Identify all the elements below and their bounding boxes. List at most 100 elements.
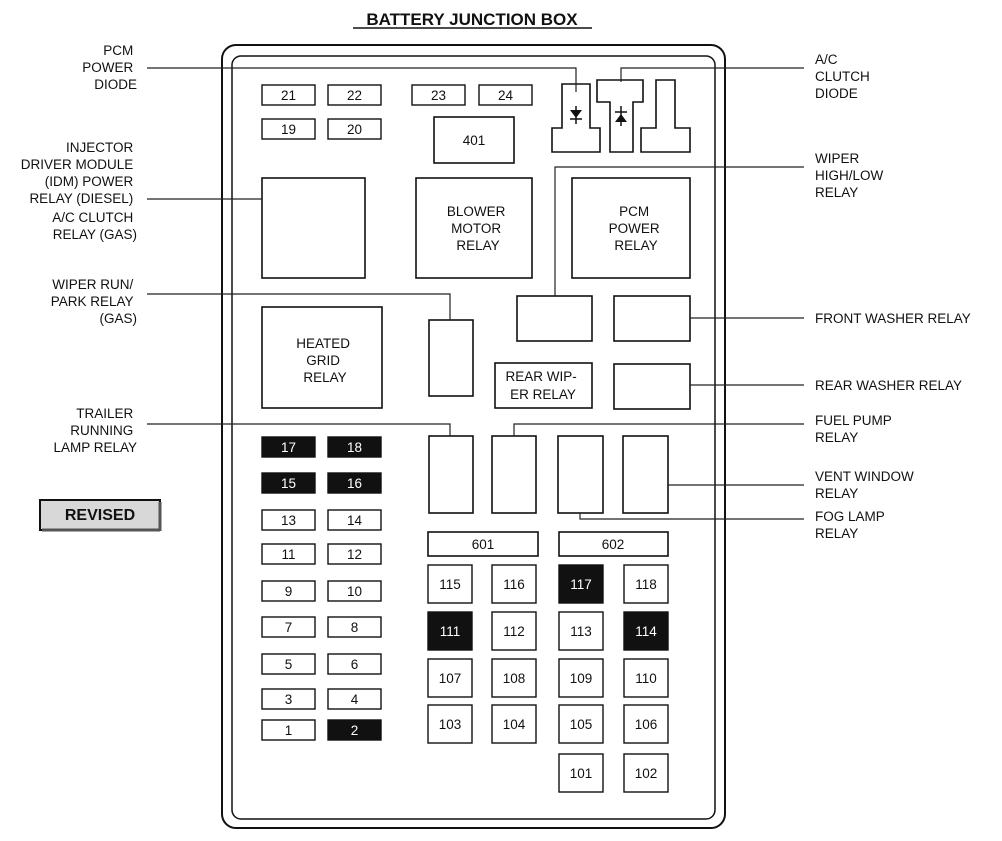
rear-washer-relay	[613, 363, 691, 410]
fuse-104-box	[491, 704, 537, 744]
fuse-3-box	[261, 688, 316, 710]
fuse-14-label: 14	[347, 513, 363, 528]
fuse-23-label: 23	[431, 88, 446, 103]
fuse-104-label: 104	[503, 717, 526, 732]
fuse-10-box	[327, 580, 382, 602]
fuse-101-label: 101	[570, 766, 593, 781]
fuse-15-box	[261, 472, 316, 494]
fuse-14-box	[327, 509, 382, 531]
fuse-13-box	[261, 509, 316, 531]
callout-leader-lines	[147, 67, 804, 520]
fuse-401-box	[433, 116, 515, 164]
fuse-22-box	[327, 84, 382, 106]
fuse-6-box	[327, 653, 382, 675]
cartridge-fuse-602-label: 602	[602, 537, 625, 552]
fuse-4-box	[327, 688, 382, 710]
fuse-2-box	[327, 719, 382, 741]
fuse-112-box	[491, 611, 537, 651]
fuse-18-box	[327, 436, 382, 458]
pcm-power-diode	[551, 83, 601, 153]
fuse-1-label: 1	[285, 723, 293, 738]
fuse-13-label: 13	[281, 513, 296, 528]
pcm-power-relay	[571, 177, 691, 279]
cartridge-fuse-601-label: 601	[472, 537, 495, 552]
fuse-23-box	[411, 84, 466, 106]
fuse-102-label: 102	[635, 766, 658, 781]
fuse-4-label: 4	[351, 692, 359, 707]
fuse-5-box	[261, 653, 316, 675]
fuse-113-box	[558, 611, 604, 651]
revised-badge-box	[39, 499, 161, 531]
fuse-5-label: 5	[285, 657, 293, 672]
junction-box-inner-frame	[231, 55, 716, 820]
wiper-high-low-relay	[516, 295, 593, 342]
fuse-115-label: 115	[439, 577, 461, 592]
fog-lamp-relay	[557, 435, 604, 514]
fuse-21-label: 21	[281, 88, 296, 103]
fuse-106-box	[623, 704, 669, 744]
rear-wiper-relay	[494, 362, 593, 409]
front-washer-relay	[613, 295, 691, 342]
fuse-109-box	[558, 658, 604, 698]
fuse-2-label: 2	[351, 723, 359, 738]
idm-ac-clutch-relay	[261, 177, 366, 279]
callout-trailer-running-lamp-relay: TRAILER RUNNING LAMP RELAY	[53, 406, 137, 455]
fuse-105-label: 105	[570, 717, 593, 732]
fuse-117-box	[558, 564, 604, 604]
fuse-401-label: 401	[463, 133, 486, 148]
fuse-117-label: 117	[570, 577, 592, 592]
fuse-110-label: 110	[635, 671, 657, 686]
spare-diode-socket	[640, 79, 691, 153]
heated-grid-relay	[261, 306, 383, 409]
fuse-19-label: 19	[281, 122, 296, 137]
fuse-116-label: 116	[503, 577, 525, 592]
fuse-24-label: 24	[498, 88, 514, 103]
fuse-108-box	[491, 658, 537, 698]
cartridge-fuse-602-box	[558, 531, 669, 557]
pcm-power-relay-label: PCM POWER RELAY	[609, 204, 664, 253]
callout-front-washer-relay: FRONT WASHER RELAY	[815, 311, 971, 326]
fuse-1-box	[261, 719, 316, 741]
wiper-run-park-relay	[428, 319, 474, 397]
fuse-20-label: 20	[347, 122, 362, 137]
fuel-pump-relay	[491, 435, 537, 514]
callout-fog-lamp-relay: FOG LAMP RELAY	[815, 509, 888, 541]
fuse-106-label: 106	[635, 717, 658, 732]
fuse-7-box	[261, 616, 316, 638]
callout-ac-clutch-diode: A/C CLUTCH DIODE	[815, 52, 874, 101]
fuse-107-label: 107	[439, 671, 462, 686]
callout-wiper-high-low-relay: WIPER HIGH/LOW RELAY	[815, 151, 887, 200]
callout-wiper-run-park-relay: WIPER RUN/ PARK RELAY (GAS)	[51, 277, 137, 326]
fuse-114-label: 114	[635, 624, 657, 639]
vent-window-relay	[622, 435, 669, 514]
blower-motor-relay-label: BLOWER MOTOR RELAY	[447, 204, 509, 253]
fuse-12-label: 12	[347, 547, 362, 562]
fuse-118-box	[623, 564, 669, 604]
fuse-18-label: 18	[347, 440, 362, 455]
fuse-10-label: 10	[347, 584, 362, 599]
fuse-114-box	[623, 611, 669, 651]
fuse-7-label: 7	[285, 620, 293, 635]
callout-pcm-power-diode: PCM POWER DIODE	[82, 43, 137, 92]
fuse-9-label: 9	[285, 584, 293, 599]
callout-idm-ac-clutch-relay: INJECTOR DRIVER MODULE (IDM) POWER RELAY…	[21, 140, 137, 242]
fuse-116-box	[491, 564, 537, 604]
fuse-111-box	[427, 611, 473, 651]
trailer-running-lamp-relay	[428, 435, 474, 514]
fuse-105-box	[558, 704, 604, 744]
fuse-102-box	[623, 753, 669, 793]
fuse-118-label: 118	[635, 577, 657, 592]
callout-vent-window-relay: VENT WINDOW RELAY	[815, 469, 918, 501]
fuse-101-box	[558, 753, 604, 793]
fuse-110-box	[623, 658, 669, 698]
fuse-8-label: 8	[351, 620, 359, 635]
cartridge-fuse-601-box	[427, 531, 539, 557]
fuse-16-box	[327, 472, 382, 494]
fuse-16-label: 16	[347, 476, 362, 491]
fuse-22-label: 22	[347, 88, 362, 103]
fuse-9-box	[261, 580, 316, 602]
fuse-107-box	[427, 658, 473, 698]
ac-clutch-diode	[596, 79, 644, 153]
